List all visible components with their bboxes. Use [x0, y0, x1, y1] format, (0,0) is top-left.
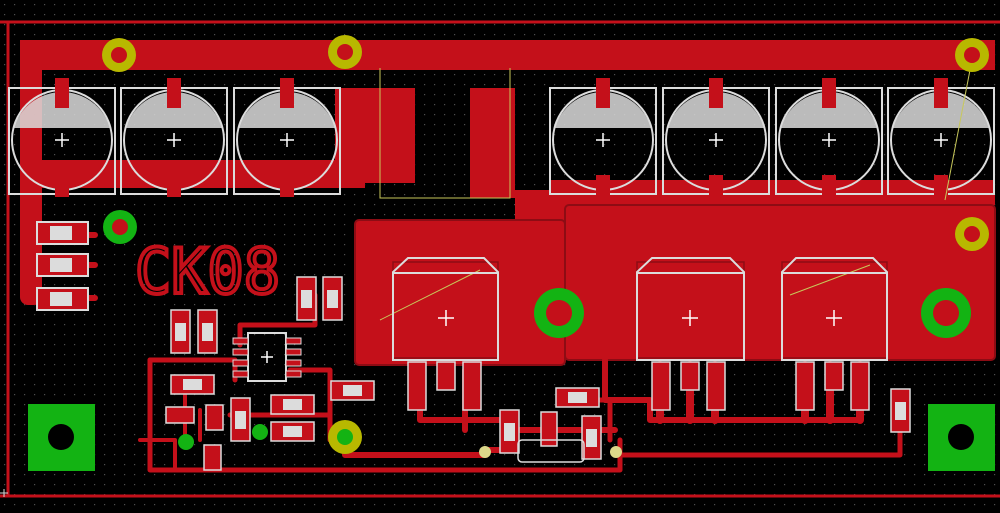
regulator-legs — [407, 361, 870, 411]
via-icon — [479, 446, 491, 458]
plus-mark-icon — [826, 310, 842, 326]
crosshair-icon — [0, 489, 8, 497]
plus-mark-icon — [822, 133, 836, 147]
plus-mark-icon — [934, 133, 948, 147]
via-icon — [102, 38, 136, 72]
plus-mark-icon — [55, 133, 69, 147]
capacitor — [549, 78, 657, 197]
plus-mark-icon — [167, 133, 181, 147]
square-pad-icon — [928, 404, 995, 471]
capacitor — [8, 78, 116, 197]
smd-silk-centers — [175, 290, 906, 447]
via-icon — [610, 446, 622, 458]
via-icon — [252, 424, 268, 440]
plus-mark-icon — [261, 351, 273, 363]
plus-mark-icon — [438, 310, 454, 326]
via-icon — [103, 210, 137, 244]
capacitor — [887, 78, 995, 197]
plus-mark-icon — [709, 133, 723, 147]
led-silk — [50, 226, 72, 306]
regulator — [781, 257, 888, 361]
board-label: CK08 — [135, 235, 280, 308]
crystal-outline — [517, 439, 585, 463]
square-pad-icon — [28, 404, 95, 471]
via-icon — [328, 35, 362, 69]
capacitor — [662, 78, 770, 197]
yellow-pads — [102, 35, 989, 458]
via-icon — [955, 38, 989, 72]
via-icon — [328, 420, 362, 454]
plus-mark-icon — [596, 133, 610, 147]
via-icon — [955, 217, 989, 251]
plus-mark-icon — [682, 310, 698, 326]
via-icon — [178, 434, 194, 450]
plus-mark-icon — [280, 133, 294, 147]
capacitor — [120, 78, 228, 197]
via-icon — [921, 288, 971, 338]
keepout-outline — [379, 68, 971, 321]
capacitor — [233, 78, 341, 197]
capacitor — [775, 78, 883, 197]
capacitor-array — [8, 78, 995, 197]
ic-chip — [232, 332, 302, 382]
regulator — [392, 257, 499, 361]
regulator — [636, 257, 745, 361]
green-pads — [28, 210, 995, 471]
via-icon — [534, 288, 584, 338]
